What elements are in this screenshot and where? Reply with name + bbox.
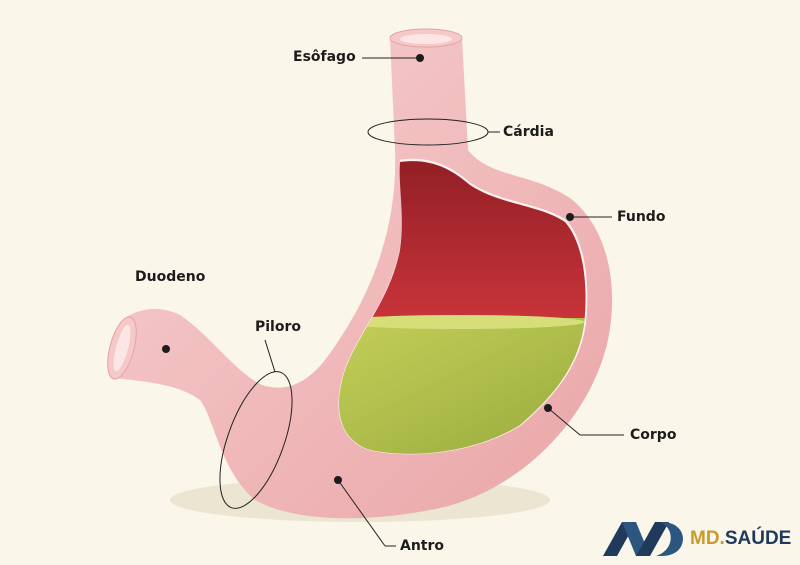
esophagus-lumen bbox=[400, 34, 452, 44]
label-duodeno: Duodeno bbox=[135, 269, 206, 285]
label-cardia: Cárdia bbox=[503, 124, 554, 140]
md-saude-logo-text: MD.SAÚDE bbox=[690, 528, 792, 549]
duodenum-lumen bbox=[113, 324, 131, 372]
label-antro: Antro bbox=[400, 538, 445, 554]
label-fundo: Fundo bbox=[617, 209, 666, 225]
label-esofago: Esôfago bbox=[293, 49, 356, 65]
md-saude-logo-mark bbox=[603, 522, 683, 556]
label-piloro: Piloro bbox=[255, 319, 301, 335]
content-surface bbox=[338, 315, 585, 329]
label-corpo: Corpo bbox=[630, 427, 677, 443]
